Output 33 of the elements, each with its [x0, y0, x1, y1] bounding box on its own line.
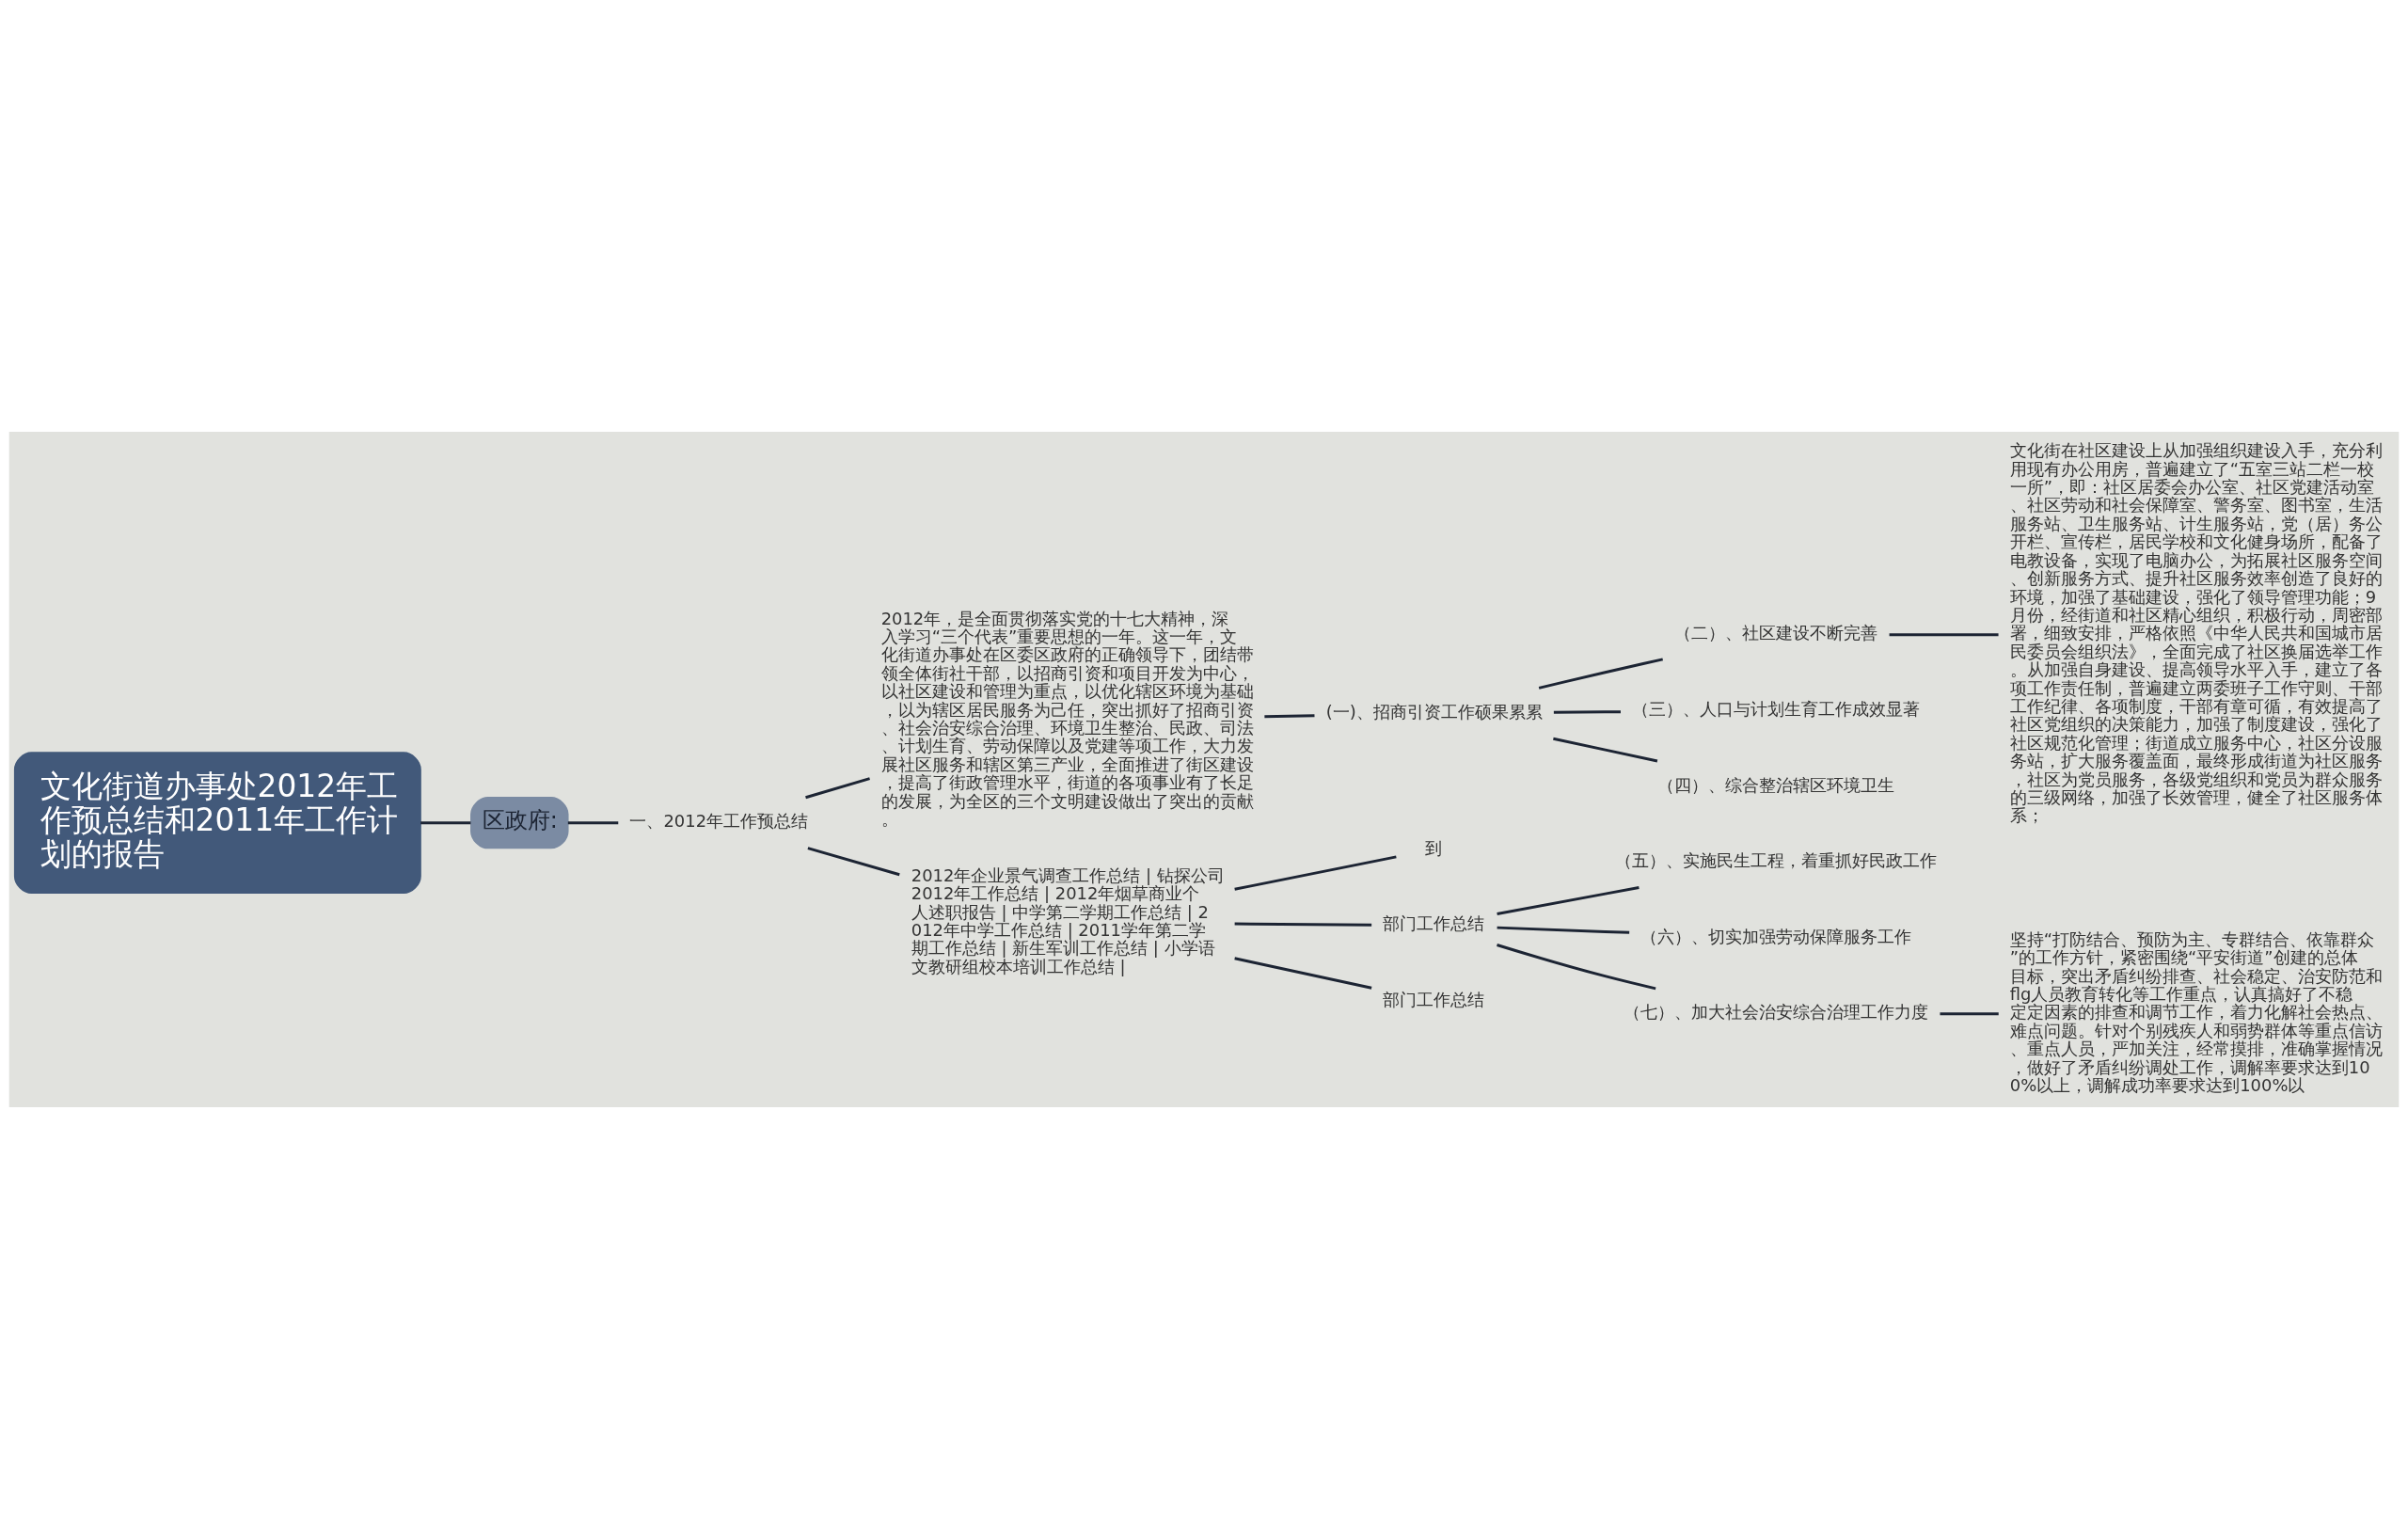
connector: [805, 777, 870, 800]
connector: [1264, 714, 1315, 719]
node-box: 区政府:: [470, 797, 569, 849]
node-box: 文化街道办事处2012年工作预总结和2011年工作计划的报告: [13, 752, 421, 895]
node-text: （六）、切实加强劳动保障服务工作: [1640, 926, 1912, 946]
node-text: (一)、招商引资工作硕果累累: [1325, 701, 1543, 722]
node-text: 文化街在社区建设上从加强组织建设入手，充分利用现有办公用房，普遍建立了“五室三站二栏一校一所”，即：社区居委会办公室、社区党建活动室、社区劳动和社会保障室、警务室、图书室，生活服务站、卫生服务站、计生服务站，党（居）务公开栏、宣传栏，居民学校和文化健身场所，配备了电教设备，实现了电脑办公，为拓展社区服务空间、创新服务方式、提升社区服务效率创造了良好的环境，加强了基础建设，强化了领导管理功能；9月份，经街道和社区精心组织，积极行动，周密部署，细致安排，严格依照《中华人民共和国城市居民委员会组织法》，全面完成了社区换届选举工作。从加强自身建设、提高领导水平入手，建立了各项工作责任制，普遍建立两委班子工作守则、干部工作纪律、各项制度，干部有章可循，有效提高了社区党组织的决策能力，加强了制度建设，强化了社区规范化管理；街道成立服务中心，社区分设服务站，扩大服务覆盖面，最终形成街道为社区服务，社区为党员服务，各级党组织和党员为群众服务的三级网络，加强了长效管理，健全了社区服务体系；: [2009, 440, 2383, 826]
node-text: （五）、实施民生工程，着重抓好民政工作: [1615, 850, 1938, 871]
node-text: 到: [1425, 837, 1443, 858]
connector: [1497, 885, 1640, 915]
connector: [420, 821, 471, 825]
connector: [1497, 944, 1656, 991]
node-text: 部门工作总结: [1383, 989, 1485, 1009]
node-text: 2012年，是全面贯彻落实党的十七大精神，深入学习“三个代表”重要思想的一年。这一年，文化街道办事处在区委区政府的正确领导下，团结带领全体街社干部，以招商引资和项目开发为中心，以社区建设和管理为重点，以优化辖区环境为基础，以为辖区居民服务为己任，突出抓好了招商引资、社会治安综合治理、环境卫生整治、民政、司法、计划生育、劳动保障以及党建等项工作，大力发展社区服务和辖区第三产业，全面推进了街区建设，提高了街政管理水平，街道的各项事业有了长足的发展，为全区的三个文明建设做出了突出的贡献。: [880, 608, 1254, 830]
node-text: 2012年企业景气调查工作总结 | 钻探公司2012年工作总结 | 2012年烟草商业个人述职报告 | 中学第二学期工作总结 | 2012年中学工作总结 | 2011学年第二学期工作总结 | 新生军训工作总结 | 小学语文教研组校本培训工作总结 |: [911, 865, 1225, 976]
node-text: 一、2012年工作预总结: [629, 811, 809, 832]
connector: [1940, 1012, 1999, 1016]
node-text: 坚持“打防结合、预防为主、专群结合、依靠群众”的工作方针，紧密围绕“平安街道”创建的总体目标，突出矛盾纠纷排查、社会稳定、治安防范和flg人员教育转化等工作重点，认真搞好了不稳定定因素的排查和调节工作，着力化解社会热点、难点问题。针对个别残疾人和弱势群体等重点信访、重点人员，严加关注，经常摸排，准确掌握情况，做好了矛盾纠纷调处工作，调解率要求达到100%以上，调解成功率要求达到100%以: [2009, 928, 2383, 1095]
node-text: （二）、社区建设不断完善: [1674, 623, 1878, 643]
connector: [1234, 922, 1372, 927]
connector: [1553, 737, 1658, 763]
node-text: （七）、加大社会治安综合治理工作力度: [1624, 1002, 1929, 1023]
connector: [1234, 957, 1372, 990]
node-text: （三）、人口与计划生育工作成效显著: [1632, 698, 1921, 719]
connector: [807, 847, 900, 877]
connector: [567, 821, 619, 825]
connector: [1234, 855, 1397, 891]
connector: [1553, 710, 1621, 714]
connector: [1889, 633, 1999, 637]
node-text: （四）、综合整治辖区环境卫生: [1657, 774, 1895, 795]
connector: [1538, 658, 1664, 690]
connector: [1497, 926, 1630, 934]
node-text: 部门工作总结: [1383, 913, 1485, 934]
